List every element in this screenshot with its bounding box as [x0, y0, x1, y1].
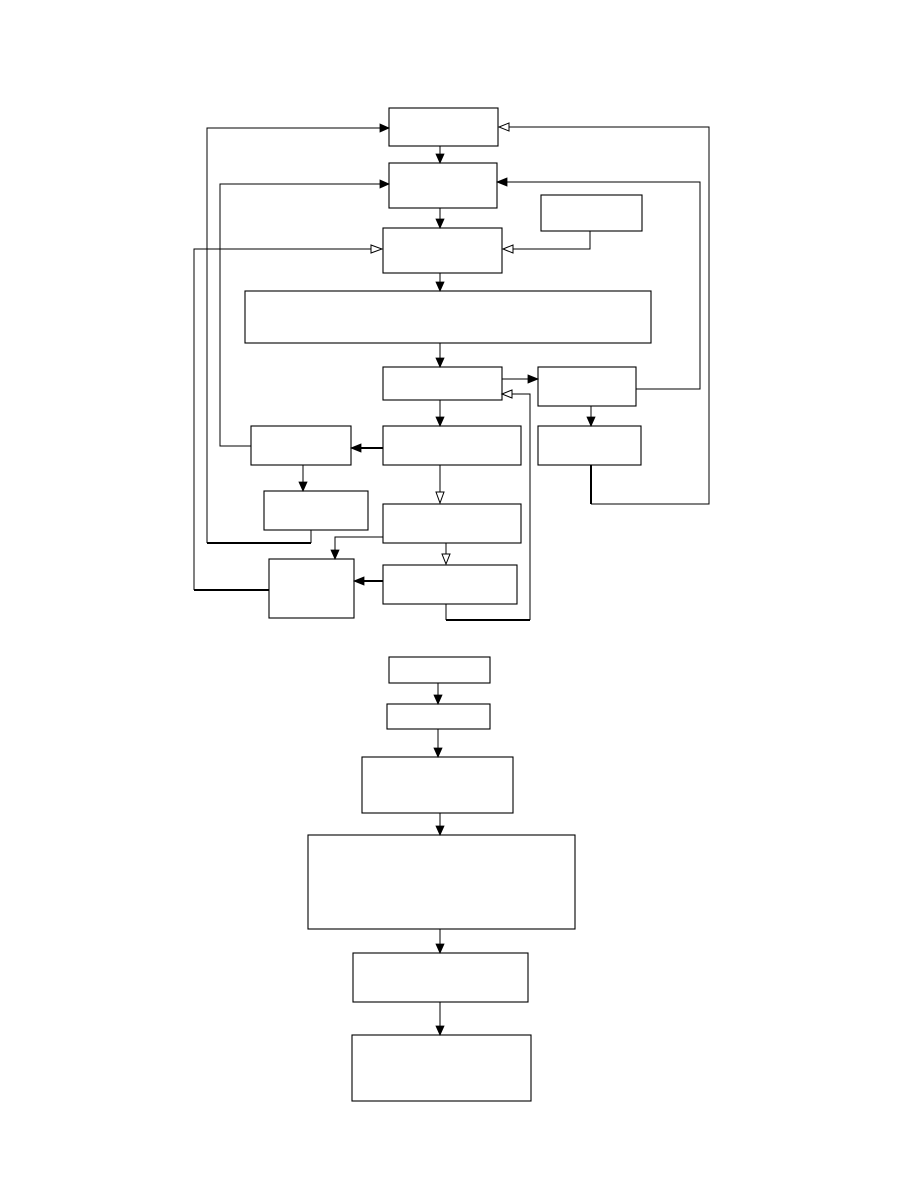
- arrowhead-b13-b4: [370, 244, 384, 254]
- arrowhead-b10-b1: [497, 122, 510, 132]
- connector-b14-b6: [512, 393, 531, 620]
- connector-b3-b4: [513, 231, 591, 250]
- arrowhead-b6-b9: [435, 416, 445, 427]
- flow-box-b3: [540, 194, 643, 232]
- arrowhead-c1-c2: [433, 694, 443, 705]
- flow-box-b13: [268, 558, 355, 619]
- arrowhead-b8-b2: [379, 179, 390, 189]
- flow-box-b1: [388, 107, 499, 147]
- arrowhead-b1-b2: [435, 153, 445, 164]
- flow-box-b4: [382, 227, 503, 274]
- connector-b8-b2: [219, 183, 381, 447]
- arrowhead-b14-b13: [352, 576, 365, 586]
- arrowhead-b4-b5: [435, 281, 445, 292]
- flow-box-b14: [382, 564, 518, 605]
- arrowhead-c2-c3: [433, 747, 443, 758]
- arrowhead-b2-b4: [435, 218, 445, 229]
- arrowhead-b9-b8: [349, 443, 362, 453]
- arrowhead-b11-b1: [379, 123, 390, 133]
- connector-b10-b1: [509, 126, 710, 505]
- connector-b7-b2: [505, 181, 701, 390]
- flow-box-b5: [244, 290, 652, 344]
- arrowhead-b9-b12: [435, 491, 445, 505]
- arrowhead-b12-b13: [330, 549, 340, 560]
- flow-box-b12: [382, 503, 522, 544]
- arrowhead-b7-b2: [495, 177, 508, 187]
- flow-box-b6: [382, 366, 503, 401]
- flow-box-b11: [263, 490, 369, 531]
- flow-box-b7: [537, 366, 637, 407]
- arrowhead-b3-b4: [501, 244, 514, 254]
- arrowhead-b8-b11: [298, 481, 308, 492]
- arrowhead-c3-c4: [435, 825, 445, 836]
- flow-box-c4: [307, 834, 576, 930]
- arrowhead-b7-b10: [586, 416, 596, 427]
- flow-box-c1: [388, 656, 491, 684]
- arrowhead-b12-b14: [441, 553, 451, 566]
- flow-box-c2: [386, 703, 491, 730]
- flow-box-c5: [352, 952, 529, 1003]
- arrowhead-b5-b6: [435, 357, 445, 368]
- connector-b11-b1: [206, 127, 381, 543]
- connector-b12-b13: [334, 536, 383, 552]
- arrowhead-b6-b7: [527, 374, 540, 384]
- arrowhead-c5-c6: [435, 1025, 445, 1036]
- flow-box-b9: [382, 425, 522, 466]
- arrowhead-b14-b6: [500, 389, 513, 399]
- flow-box-c6: [351, 1034, 532, 1102]
- flow-box-b8: [250, 425, 352, 466]
- flow-box-b2: [388, 162, 498, 209]
- connector-b13-b4: [193, 248, 371, 590]
- flow-box-b10: [537, 425, 642, 466]
- arrowhead-c4-c5: [435, 943, 445, 954]
- flow-box-c3: [361, 756, 514, 814]
